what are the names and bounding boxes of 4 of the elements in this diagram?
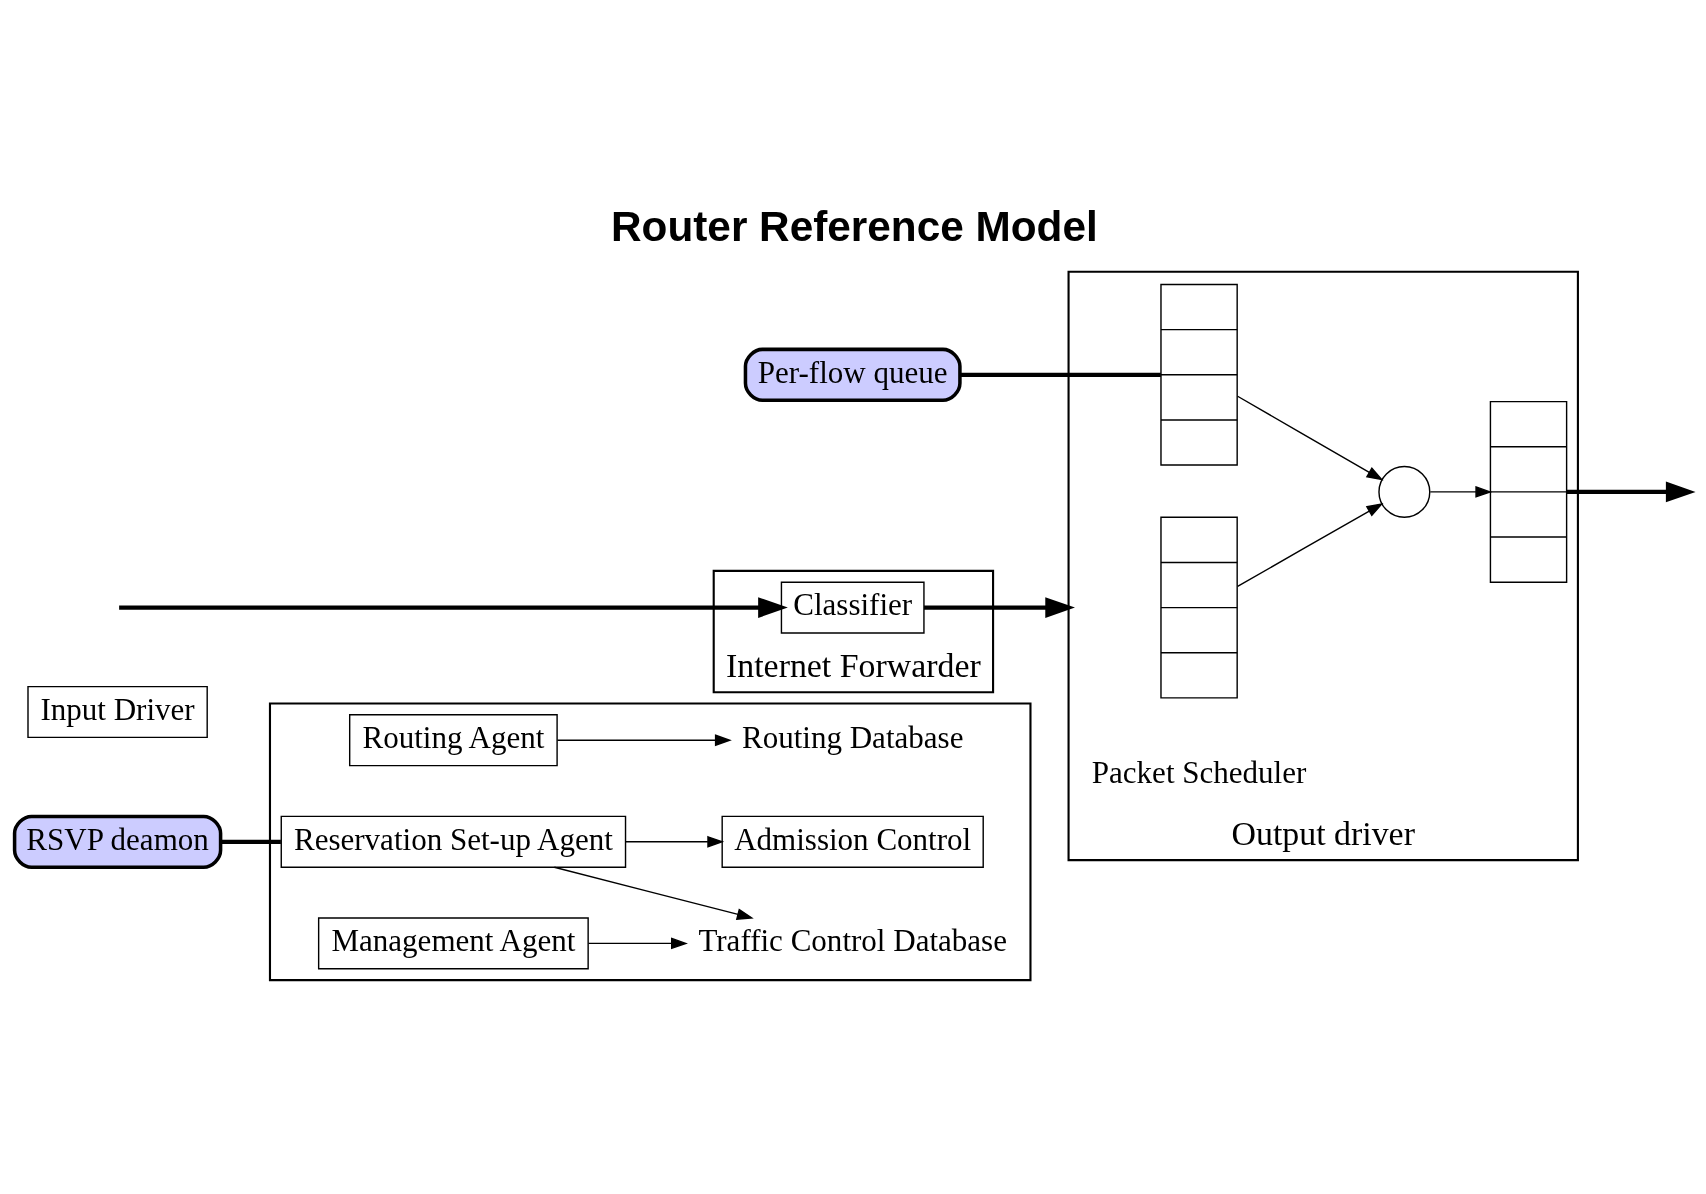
label: Packet Scheduler xyxy=(1091,755,1307,791)
node-text: Routing Database xyxy=(741,720,964,756)
diagram-title: Router Reference Model xyxy=(611,202,1098,250)
node-text: Traffic Control Database xyxy=(698,923,1007,959)
